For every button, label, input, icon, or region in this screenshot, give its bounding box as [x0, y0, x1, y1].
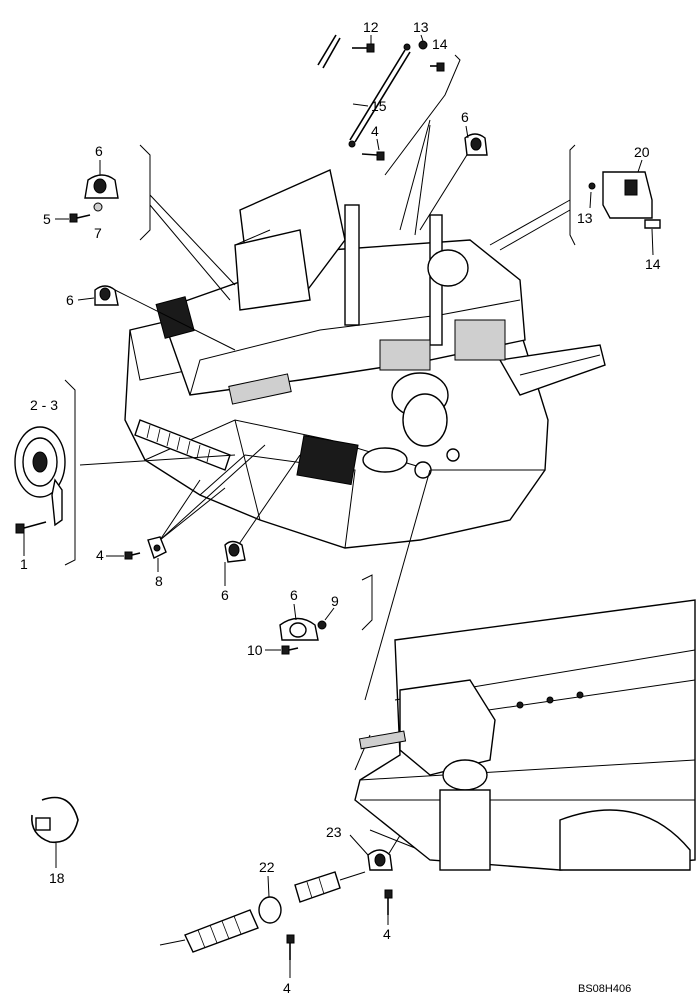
callout-13-top: 13 [413, 19, 429, 35]
horn-part [14, 426, 66, 527]
callout-14-top: 14 [432, 36, 448, 52]
rod-part-15 [317, 34, 445, 161]
callout-4-top: 4 [371, 123, 379, 139]
callout-4-left: 4 [96, 547, 104, 563]
callout-6-top-left: 6 [95, 143, 103, 159]
callout-4-right: 4 [383, 926, 391, 942]
callout-13-right: 13 [577, 210, 593, 226]
callout-14-right: 14 [645, 256, 661, 272]
callout-4-bottom: 4 [283, 980, 291, 996]
callout-2-3: 2 - 3 [30, 397, 58, 413]
drawing-code: BS08H406 [578, 983, 631, 995]
plate-part-20 [588, 171, 661, 229]
rear-grille [134, 419, 231, 471]
bolt-part-4-left [124, 551, 141, 560]
callout-6-bottom: 6 [221, 587, 229, 603]
hose-clamp-part-22 [159, 871, 366, 960]
detail-inset [354, 599, 696, 871]
callout-6-mid-left: 6 [66, 292, 74, 308]
clamp-part-6-mid-left [94, 285, 119, 306]
callout-5: 5 [43, 211, 51, 227]
leader-lines [64, 54, 576, 861]
callout-22: 22 [259, 859, 275, 875]
callout-15: 15 [371, 98, 387, 114]
callout-7: 7 [94, 225, 102, 241]
clamp-part-6-bottom [224, 540, 246, 563]
callout-1: 1 [20, 556, 28, 572]
callout-6-bottom-centre: 6 [290, 587, 298, 603]
callout-23: 23 [326, 824, 342, 840]
callout-18: 18 [49, 870, 65, 886]
callout-8: 8 [155, 573, 163, 589]
bolt-part-1 [15, 521, 47, 534]
callout-12: 12 [363, 19, 379, 35]
machine-frame [124, 169, 606, 549]
clip-part-8 [147, 536, 167, 559]
callout-20: 20 [634, 144, 650, 160]
callout-9: 9 [331, 593, 339, 609]
clamp-part-6-top-left [84, 174, 119, 199]
bolt-part-5 [69, 202, 103, 223]
callout-labels: 1 2 - 3 4 8 6 6 5 7 6 6 6 9 10 12 13 14 … [20, 19, 661, 996]
cable-tie-part-18 [31, 796, 79, 844]
callout-10: 10 [247, 642, 263, 658]
clamp-part-23 [367, 849, 393, 915]
clamp-part-6-bottom-centre [279, 617, 327, 655]
callout-6-top-right: 6 [461, 109, 469, 125]
